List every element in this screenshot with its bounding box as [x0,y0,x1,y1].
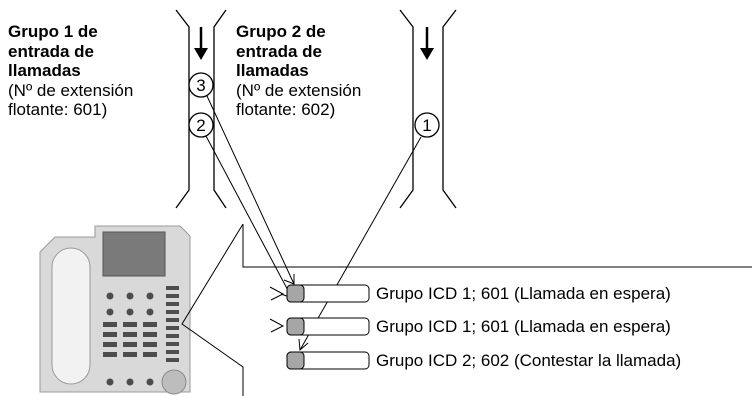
arrowhead-1 [298,338,309,352]
feature-button-3-label: Grupo ICD 2; 602 (Contestar la llamada) [376,351,682,370]
feature-button-1 [286,284,370,303]
down-arrow-icon [420,27,434,60]
group-1-title-line-2: entrada de [8,41,94,61]
group-2-sub-line-1: (Nº de extensión [236,80,362,100]
group-1-title-line-1: Grupo 1 de [8,22,98,41]
group-2-title-line-3: llamadas [236,61,309,80]
group-1-title-line-3: llamadas [8,61,81,80]
button-callout [181,223,752,396]
feature-button-2 [286,317,370,336]
flash-mark-2 [269,318,285,333]
group-2-title-line-2: entrada de [236,41,322,61]
telephone-icon [39,225,191,395]
call-marker-3: 3 [188,72,214,98]
queue-2-left-bracket [399,9,414,209]
queue-1-left-bracket [175,9,190,209]
queue-group-1 [175,9,227,209]
connector-arrow-2 [205,135,293,299]
arrowhead-3 [283,274,295,285]
connector-arrow-1 [299,136,422,351]
down-arrow-icon [194,27,208,60]
connector-arrow-3 [206,95,295,285]
queue-group-2 [399,9,457,209]
call-marker-3-label: 3 [196,76,205,95]
call-marker-2: 2 [188,112,214,138]
group-1-sub-line-1: (Nº de extensión [8,80,134,100]
group-1-sub-line-2: flotante: 601) [8,100,108,119]
queue-1-right-bracket [213,9,227,209]
group-2-title-line-1: Grupo 2 de [236,22,326,41]
call-marker-2-label: 2 [196,116,205,135]
group-2-label: Grupo 2 de entrada de llamadas (Nº de ex… [236,22,361,120]
feature-button-2-label: Grupo ICD 1; 601 (Llamada en espera) [376,317,671,336]
flash-mark-1 [269,286,285,301]
group-2-sub-line-2: flotante: 602) [236,100,336,119]
group-1-label: Grupo 1 de entrada de llamadas (Nº de ex… [8,22,133,120]
call-marker-1: 1 [414,112,440,138]
feature-button-1-label: Grupo ICD 1; 601 (Llamada en espera) [376,284,671,303]
call-marker-1-label: 1 [422,116,431,135]
queue-2-right-bracket [442,9,457,209]
feature-button-3 [286,351,370,370]
